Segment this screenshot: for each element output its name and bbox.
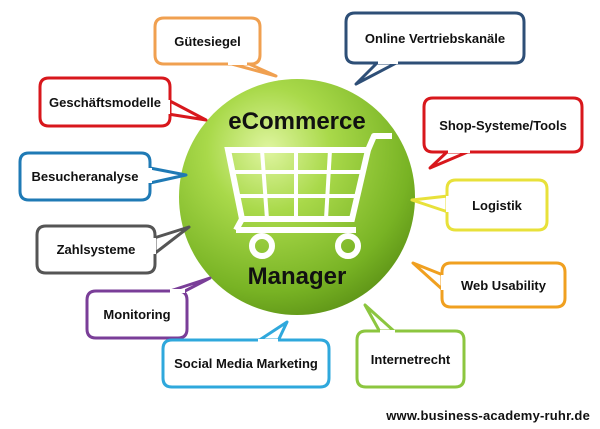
bubble-web-usability [411,261,567,309]
bubble-tail [152,225,191,256]
bubble-box [445,178,549,232]
bubble-box [85,289,189,340]
bubble-box [18,151,152,202]
bubble-logistik [410,178,549,232]
center-title: eCommerce [228,108,366,135]
topic-label-shop-systeme: Shop-Systeme/Tools [439,117,567,133]
bubble-zahlsysteme [35,224,191,275]
topic-label-logistik: Logistik [472,197,522,213]
topic-label-web-usability: Web Usability [460,277,546,293]
bubble-box [35,224,157,275]
bubble-tail [363,303,397,334]
bubble-box [422,96,584,154]
bubble-online-vertrieb [344,11,526,86]
bubble-shop-systeme [422,96,584,170]
bubble-box [355,329,466,389]
topic-label-social-media: Social Media Marketing [174,356,318,371]
center-subtitle: Manager [247,263,347,290]
topic-label-internetrecht: Internetrecht [370,351,451,367]
bubble-box [153,16,262,66]
bubble-box [344,11,526,65]
bubble-tail [411,261,445,292]
topic-label-besucheranalyse: Besucheranalyse [31,169,139,184]
shopping-cart-icon [224,133,392,259]
bubble-tail [410,194,450,214]
bubble-social-media [161,320,331,389]
bubble-tail [256,320,289,343]
topic-label-zahlsysteme: Zahlsysteme [56,242,136,257]
bubble-internetrecht [355,303,466,389]
bubble-tail [354,60,400,86]
footer-url: www.business-academy-ruhr.de [386,408,590,423]
topic-label-online-vertrieb: Online Vertriebskanäle [364,30,506,46]
topic-label-monitoring: Monitoring [103,307,171,322]
bubble-guetesiegel [153,16,278,78]
bubble-monitoring [85,276,212,340]
bubble-geschaeftsmodelle [38,76,208,128]
bubble-box [161,338,331,389]
topic-label-guetesiegel: Gütesiegel [174,33,241,49]
bubble-box [440,261,567,309]
bubble-tail [428,149,472,170]
topic-label-geschaeftsmodelle: Geschäftsmodelle [49,94,161,110]
bubble-box [38,76,172,128]
bubble-besucheranalyse [18,151,188,202]
